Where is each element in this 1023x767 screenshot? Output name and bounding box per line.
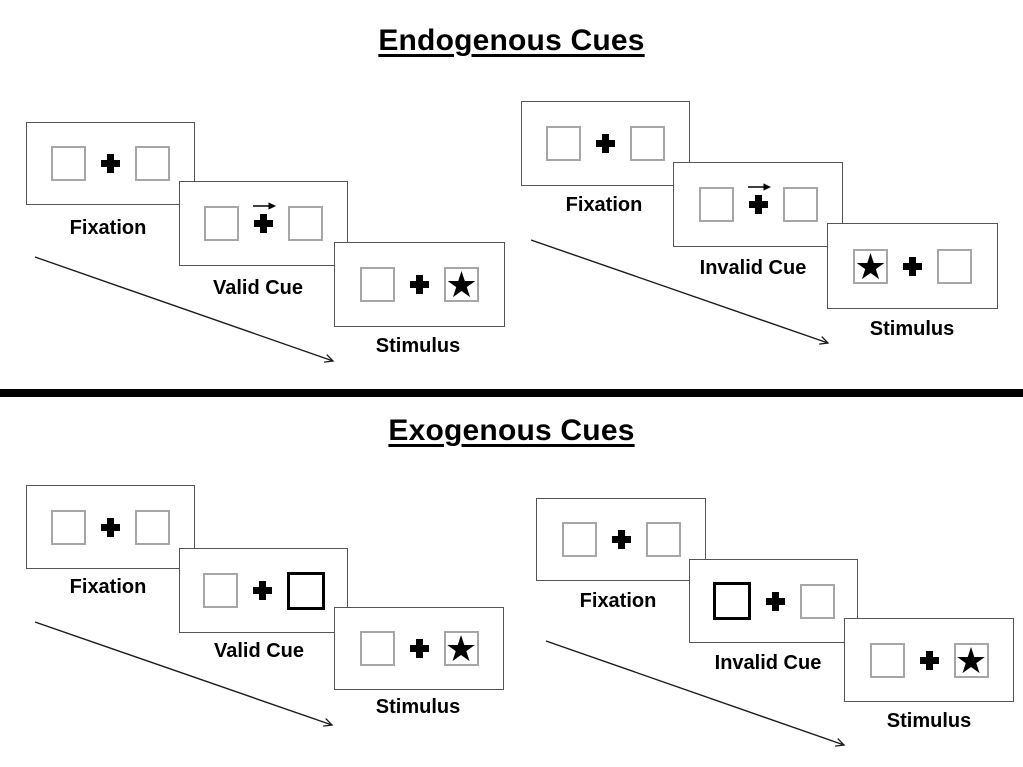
cue-label: Invalid Cue [714,652,822,674]
fixation-label: Fixation [579,590,657,612]
target-star-icon: ★ [444,629,478,670]
cue-label: Valid Cue [212,277,304,299]
left-box [51,509,86,545]
fixation-cross-icon [410,275,429,294]
fixation-label: Fixation [565,194,643,216]
endogenous-section-title: Endogenous Cues [378,24,645,57]
fixation-cross-icon [101,154,120,173]
invalid-cue-panel [689,559,858,643]
stimulus-panel: ★ [827,223,998,309]
left-box-highlighted [712,582,751,620]
left-box [204,206,239,241]
fixation-cross-icon [409,639,429,658]
left-box [202,573,238,608]
fixation-cross-icon [596,134,615,153]
right-box [135,509,170,545]
section-divider [0,389,1023,397]
fixation-cross-icon [611,530,631,549]
left-box: ★ [853,246,888,288]
stimulus-panel: ★ [334,242,505,327]
fixation-panel [26,485,195,569]
invalid-cue-panel [673,162,843,247]
exogenous-section-title: Exogenous Cues [388,414,635,447]
left-box [360,267,395,302]
cue-label: Invalid Cue [699,257,807,279]
right-box [135,146,170,181]
right-box [799,583,835,619]
valid-cue-panel [179,181,348,266]
fixation-cross-icon [919,650,939,670]
right-box [937,248,972,284]
fixation-cross-icon [101,517,120,537]
sequence-arrow-endogenous-valid [34,256,335,363]
right-box [630,126,665,161]
cue-label: Valid Cue [213,640,305,662]
stimulus-label: Stimulus [375,335,461,357]
fixation-panel [26,122,195,205]
valid-cue-panel [179,548,348,633]
fixation-cross-icon [252,581,272,600]
fixation-cross-icon [254,214,273,233]
target-star-icon: ★ [445,265,478,306]
cue-arrow-icon [253,202,276,210]
fixation-panel [536,498,706,581]
fixation-cross-icon [903,256,922,276]
left-box [359,631,395,666]
stimulus-panel: ★ [844,618,1014,702]
fixation-cross-icon [765,591,785,611]
right-box-highlighted [286,571,325,610]
right-box [782,187,818,222]
stimulus-panel: ★ [334,607,504,690]
left-box [698,187,734,222]
stimulus-label: Stimulus [886,710,972,732]
left-box [869,642,905,678]
left-box [561,522,597,557]
cue-arrow-icon [747,183,771,191]
fixation-label: Fixation [69,576,147,598]
target-star-icon: ★ [954,640,988,682]
sequence-arrow-exogenous-invalid [545,640,846,747]
sequence-arrow-endogenous-invalid [530,239,830,345]
fixation-panel [521,101,690,186]
right-box: ★ [444,265,479,306]
left-box [546,126,581,161]
right-box: ★ [953,640,989,682]
fixation-cross-icon [748,195,768,214]
stimulus-label: Stimulus [869,318,955,340]
right-box [288,206,323,241]
right-box [645,522,681,557]
stimulus-label: Stimulus [375,696,461,718]
target-star-icon: ★ [854,246,887,288]
fixation-label: Fixation [69,217,147,239]
right-box: ★ [443,629,479,670]
sequence-arrow-exogenous-valid [34,621,334,727]
left-box [51,146,86,181]
